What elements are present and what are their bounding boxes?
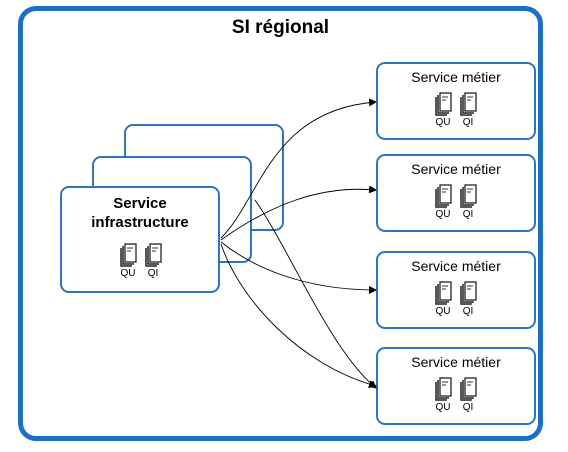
document-stack-icon [435, 184, 452, 208]
infrastructure-title-line2: infrastructure [91, 214, 189, 231]
service-metier-box-1: Service métier QU QI [376, 62, 536, 140]
service-docs: QU QI [434, 377, 477, 413]
document-stack-icon [435, 377, 452, 401]
service-title: Service métier [411, 354, 501, 370]
document-stack-icon [145, 243, 162, 267]
service-title: Service métier [411, 69, 501, 85]
doc-qu: QU [434, 184, 452, 220]
document-stack-icon [460, 184, 477, 208]
service-metier-box-2: Service métier QU QI [376, 154, 536, 232]
doc-label-qi: QI [462, 402, 474, 413]
doc-label-qi: QI [147, 268, 159, 279]
doc-qi: QI [144, 243, 162, 279]
service-docs: QU QI [434, 92, 477, 128]
service-metier-box-4: Service métier QU QI [376, 347, 536, 425]
doc-qi: QI [459, 92, 477, 128]
doc-qu: QU [434, 377, 452, 413]
document-stack-icon [460, 92, 477, 116]
doc-label-qu: QU [435, 209, 451, 220]
infrastructure-service-box: Service infrastructure QU QI [60, 186, 220, 293]
doc-qu: QU [119, 243, 137, 279]
doc-label-qu: QU [435, 306, 451, 317]
doc-qu: QU [434, 92, 452, 128]
doc-label-qi: QI [462, 117, 474, 128]
doc-label-qi: QI [462, 306, 474, 317]
service-title: Service métier [411, 258, 501, 274]
doc-qi: QI [459, 377, 477, 413]
service-title: Service métier [411, 161, 501, 177]
doc-label-qu: QU [120, 268, 136, 279]
infrastructure-title: Service infrastructure [62, 194, 218, 232]
document-stack-icon [460, 377, 477, 401]
service-docs: QU QI [434, 184, 477, 220]
doc-label-qi: QI [462, 209, 474, 220]
document-stack-icon [460, 281, 477, 305]
infrastructure-title-line1: Service [113, 195, 167, 212]
doc-qi: QI [459, 281, 477, 317]
doc-label-qu: QU [435, 402, 451, 413]
doc-qu: QU [434, 281, 452, 317]
doc-label-qu: QU [435, 117, 451, 128]
doc-qi: QI [459, 184, 477, 220]
document-stack-icon [435, 281, 452, 305]
infrastructure-docs: QU QI [119, 243, 162, 279]
document-stack-icon [120, 243, 137, 267]
diagram-title: SI régional [231, 17, 330, 38]
document-stack-icon [435, 92, 452, 116]
service-metier-box-3: Service métier QU QI [376, 251, 536, 329]
service-docs: QU QI [434, 281, 477, 317]
